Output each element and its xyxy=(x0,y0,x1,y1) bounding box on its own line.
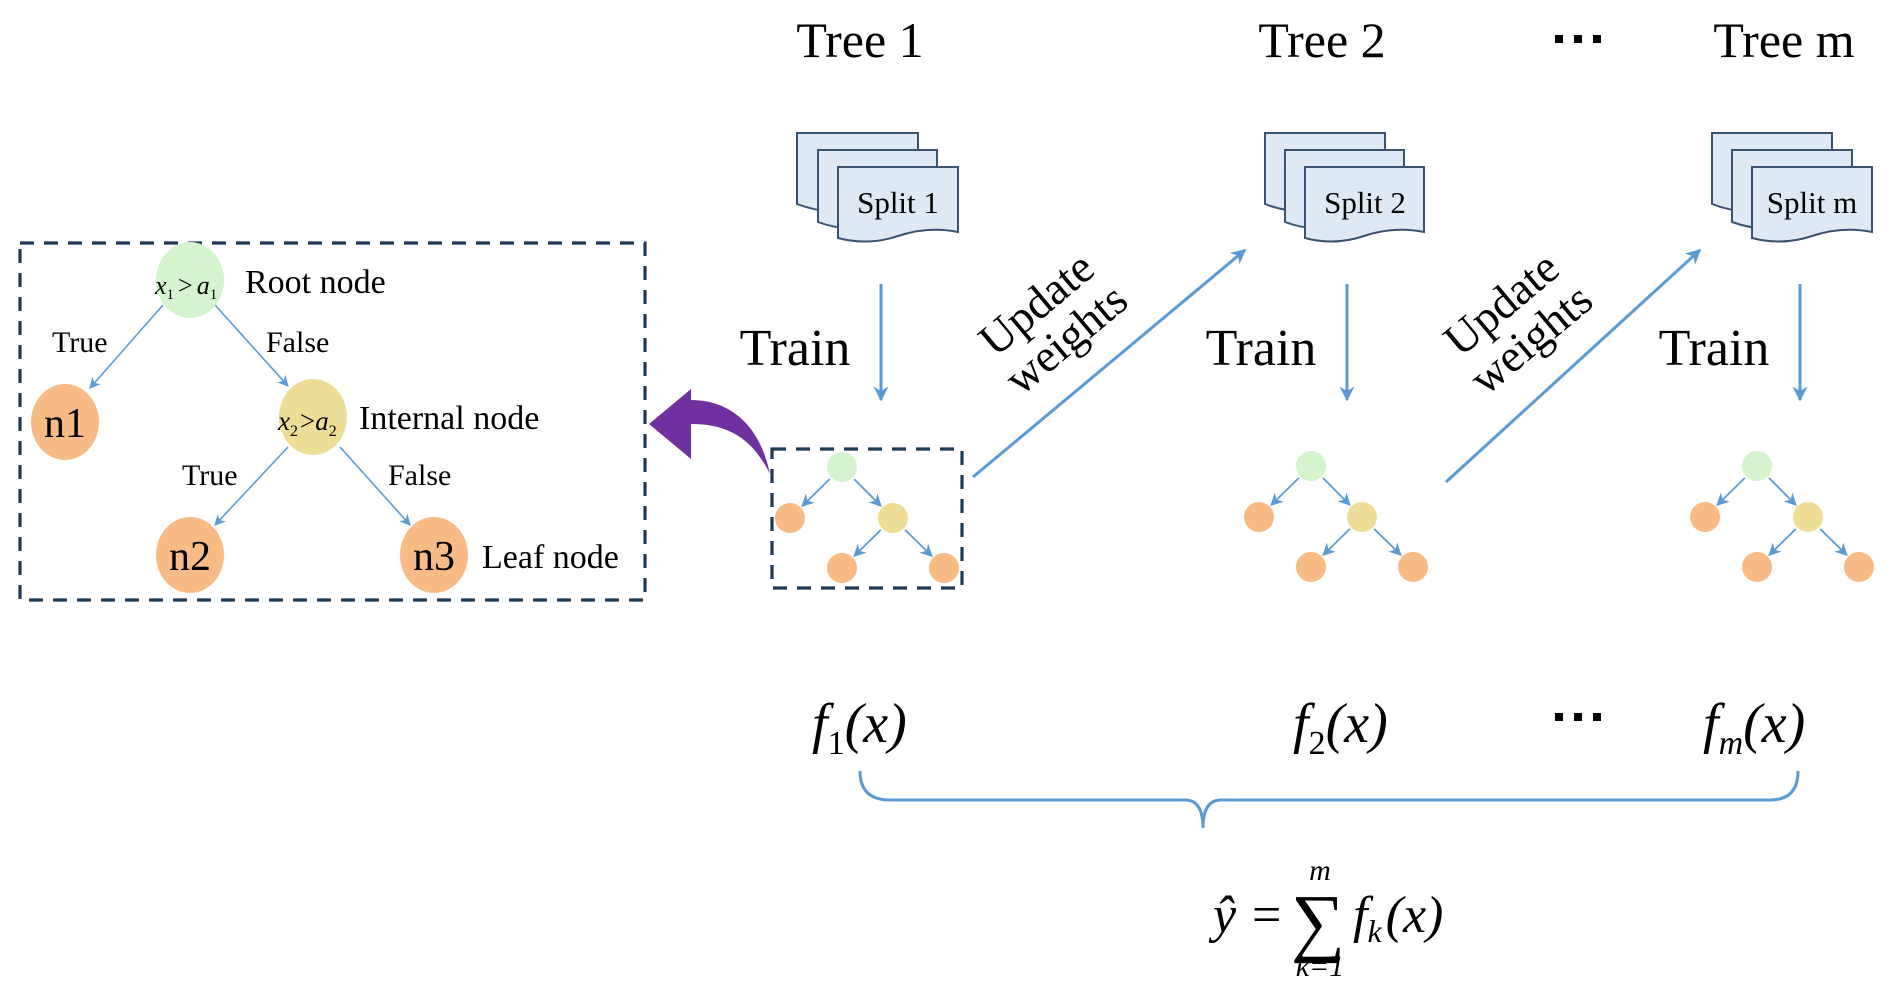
mini-tree-edge xyxy=(1768,477,1797,506)
mini-internal-node xyxy=(1793,502,1823,532)
dot xyxy=(1574,713,1582,721)
mini-leaf-node xyxy=(929,553,959,583)
tree-m-title: Tree m xyxy=(1713,12,1854,68)
mini-tree-edge xyxy=(1373,528,1402,556)
formula-upper-limit: m xyxy=(1309,854,1331,887)
mini-leaf-node xyxy=(1296,552,1326,582)
mini-tree-1 xyxy=(775,452,959,583)
internal-node-label: Internal node xyxy=(359,400,539,437)
edge-internal-false xyxy=(339,446,411,526)
split-m-documents: Split m xyxy=(1711,132,1873,243)
mini-leaf-node xyxy=(1398,552,1428,582)
split-1-documents: Split 1 xyxy=(796,132,959,243)
update-weights-label-2: Update weights xyxy=(1434,241,1602,404)
mini-tree-edge xyxy=(1768,528,1797,556)
function-f2: f2(x) xyxy=(1293,693,1388,762)
formula-term: fk(x) xyxy=(1353,887,1443,949)
edge-root-false xyxy=(214,304,289,387)
leaf-node-n1 xyxy=(31,384,99,460)
train-label-m: Train xyxy=(1659,320,1770,377)
leaf-node-n2 xyxy=(156,517,224,593)
tree-1-title: Tree 1 xyxy=(796,12,923,68)
function-fm: fm(x) xyxy=(1703,693,1805,762)
edge-root-true xyxy=(89,304,164,389)
edge-label-root-true: True xyxy=(52,326,108,359)
mini-leaf-node xyxy=(827,553,857,583)
mini-tree-edge xyxy=(801,478,831,507)
mini-root-node xyxy=(1742,451,1772,481)
update-weights-arrow-2 xyxy=(1444,248,1702,484)
leaf-node-label: Leaf node xyxy=(482,539,619,576)
ellipsis-top xyxy=(1555,35,1601,43)
document-icon xyxy=(837,166,959,243)
mini-leaf-node xyxy=(1844,552,1874,582)
split-m-label: Split m xyxy=(1767,185,1857,220)
mini-tree-edge xyxy=(1322,477,1351,506)
mini-tree-edge xyxy=(853,529,882,557)
internal-condition: x2>a2 xyxy=(277,406,337,440)
detail-tree: x1>a1 Root node x2>a2 Internal node n1 n… xyxy=(18,241,647,602)
ensemble-formula: ŷ = ∑ m k=1 fk(x) xyxy=(1208,854,1443,983)
function-f1: f1(x) xyxy=(812,693,907,762)
mini-root-node xyxy=(827,452,857,482)
root-node-label: Root node xyxy=(245,264,386,301)
mini-tree-edge xyxy=(1819,528,1848,556)
leaf-n1-text: n1 xyxy=(44,401,86,447)
mini-tree-m xyxy=(1690,451,1874,582)
leaf-n3-text: n3 xyxy=(413,534,455,580)
mini-tree-edge xyxy=(1716,477,1746,506)
leaf-node-n3 xyxy=(400,517,468,593)
mini-internal-node xyxy=(878,503,908,533)
document-icon xyxy=(1304,166,1425,243)
mini-leaf-node xyxy=(1690,502,1720,532)
mini-tree-edge xyxy=(1270,477,1300,506)
edge-label-root-false: False xyxy=(266,326,329,359)
leaf-n2-text: n2 xyxy=(169,534,211,580)
root-node xyxy=(156,242,224,318)
train-label-2: Train xyxy=(1206,320,1317,377)
formula-equals: = xyxy=(1252,887,1281,944)
dot xyxy=(1593,713,1601,721)
mini-internal-node xyxy=(1347,502,1377,532)
internal-node xyxy=(279,379,347,455)
mini-tree-edge xyxy=(904,529,933,557)
edge-label-internal-false: False xyxy=(388,459,451,492)
edge-label-internal-true: True xyxy=(182,459,238,492)
dot xyxy=(1555,35,1563,43)
root-condition: x1>a1 xyxy=(154,271,217,303)
tree-2-title: Tree 2 xyxy=(1258,12,1385,68)
mini-root-node xyxy=(1296,451,1326,481)
mini-leaf-node xyxy=(1742,552,1772,582)
update-weights-arrow-1 xyxy=(972,248,1247,479)
split-2-label: Split 2 xyxy=(1324,185,1406,220)
formula-sum-symbol: ∑ xyxy=(1291,880,1345,964)
mini-tree-edge xyxy=(853,478,882,507)
mini-tree-edge xyxy=(1322,528,1351,556)
dot xyxy=(1574,35,1582,43)
edge-internal-true xyxy=(214,446,289,526)
detail-tree-dashed-box xyxy=(18,241,647,602)
tree-1-dashed-box xyxy=(770,447,964,590)
split-1-label: Split 1 xyxy=(857,185,939,220)
train-label-1: Train xyxy=(740,320,851,377)
document-icon xyxy=(1751,166,1873,243)
mini-leaf-node xyxy=(1244,502,1274,532)
split-2-documents: Split 2 xyxy=(1264,132,1425,243)
ellipsis-functions xyxy=(1555,713,1601,721)
formula-yhat: ŷ xyxy=(1208,887,1237,944)
mini-leaf-node xyxy=(775,503,805,533)
formula-lower-limit: k=1 xyxy=(1296,950,1345,983)
mini-tree-2 xyxy=(1244,451,1428,582)
dot xyxy=(1555,713,1563,721)
zoom-arrow-icon xyxy=(649,389,770,474)
update-weights-label-1: Update weights xyxy=(969,241,1137,404)
dot xyxy=(1593,35,1601,43)
sum-brace xyxy=(858,770,1800,829)
